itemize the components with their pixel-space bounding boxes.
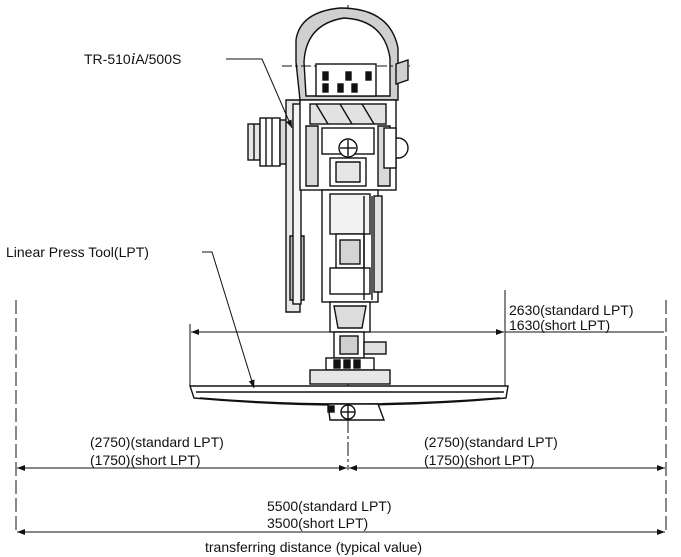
total-dim-short: 3500(short LPT) [267, 515, 368, 531]
left-dim-standard: (2750)(standard LPT) [90, 434, 224, 450]
tool-label: Linear Press Tool(LPT) [6, 244, 149, 260]
caption: transferring distance (typical value) [205, 539, 422, 555]
right-dim-standard: (2750)(standard LPT) [424, 434, 558, 450]
upper-dim-short: 1630(short LPT) [509, 317, 610, 333]
upper-dim-standard: 2630(standard LPT) [509, 302, 634, 318]
leader-lines [202, 58, 293, 389]
total-dim-standard: 5500(standard LPT) [267, 498, 392, 514]
dimension-lines [15, 290, 667, 535]
robot-body [189, 7, 509, 421]
left-dim-short: (1750)(short LPT) [90, 452, 200, 468]
robot-model-label: TR-510iA/500S [84, 49, 181, 68]
right-dim-short: (1750)(short LPT) [424, 452, 534, 468]
